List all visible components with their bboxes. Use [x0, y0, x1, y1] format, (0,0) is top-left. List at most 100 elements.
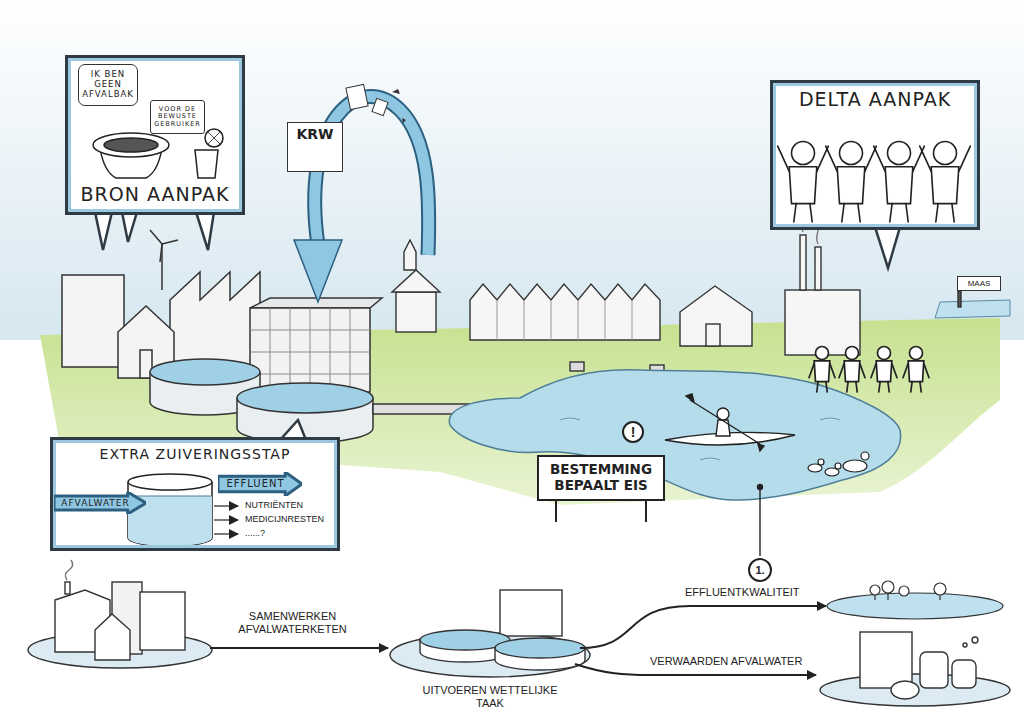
- village: [815, 247, 821, 290]
- delta-people: [874, 142, 925, 223]
- bottom-lake: [887, 593, 888, 600]
- village: [392, 206, 961, 374]
- people-ground: [809, 347, 929, 393]
- extra-tank: [214, 533, 238, 534]
- node-text: KRW: [296, 126, 333, 142]
- sign-board: BESTEMMING BEPAALT EIS: [537, 455, 665, 501]
- krw-arc: [315, 96, 429, 255]
- bottom-plant: [495, 638, 585, 658]
- extra-tank: [128, 496, 212, 497]
- people-ground: [903, 347, 929, 393]
- bottom-city: [95, 614, 130, 660]
- people-ground: [809, 347, 835, 393]
- treatment-plant: [237, 383, 373, 413]
- village: [800, 235, 806, 290]
- city-left: [150, 230, 178, 262]
- bottom-lake: [870, 585, 880, 595]
- extra-tank: [214, 519, 238, 520]
- bottom-lake: [874, 595, 875, 600]
- node-text: MAAS: [968, 279, 991, 288]
- people-ground: [871, 347, 897, 393]
- people-ground: [839, 347, 865, 393]
- node-text: EFFLUENT: [226, 478, 284, 490]
- bottom-factory: [920, 652, 948, 688]
- village: [785, 290, 860, 355]
- toilet: [93, 133, 169, 157]
- annotation-label: NUTRIËNTEN: [245, 500, 303, 511]
- bottom-city: [65, 560, 72, 580]
- node-text: BESTEMMING BEPAALT EIS: [544, 462, 658, 493]
- extra-tank: [214, 505, 238, 506]
- node-text: DELTA AANPAK: [799, 89, 951, 111]
- ducks: [818, 459, 824, 465]
- kayak: [665, 394, 795, 451]
- delta-people: [778, 142, 971, 223]
- village: [396, 292, 436, 332]
- callout-leader: [758, 485, 763, 557]
- village: [470, 284, 660, 340]
- river: [449, 370, 900, 500]
- node-text: EXTRA ZUIVERINGSSTAP: [100, 446, 291, 462]
- village: [404, 240, 416, 270]
- arrow-outline: [54, 492, 146, 514]
- delta-people: [920, 142, 971, 223]
- bottom-factory: [952, 660, 976, 688]
- panel-fills: [770, 80, 980, 230]
- bottom-lake: [899, 586, 909, 596]
- panel-tails: [95, 212, 112, 250]
- annotation-label: VERWAARDEN AFVALWATER: [650, 655, 802, 668]
- flow-arrows: [580, 606, 826, 648]
- node-text: BRON AANPAK: [81, 184, 230, 206]
- bottom-factory: [891, 681, 919, 699]
- city-left: [62, 230, 260, 378]
- cistern-label: VOOR DE BEWUSTE GEBRUIKER: [150, 100, 205, 134]
- speech-panel: DELTA AANPAK: [770, 80, 980, 230]
- krw-arc: [294, 84, 429, 302]
- speech-panel: BRON AANPAK IK BEN GEEN AFVALBAK VOOR DE B…: [65, 55, 245, 215]
- callout-leader: [759, 489, 760, 556]
- panel-fills: [50, 437, 340, 551]
- flow-arrow: EFFLUENT: [218, 472, 302, 496]
- node-text: AFVALWATER: [61, 498, 130, 508]
- kayak: [690, 400, 760, 444]
- panel-fills: [65, 55, 245, 215]
- village: [680, 286, 752, 346]
- panel-tails: [122, 212, 137, 242]
- info-panel: EXTRA ZUIVERINGSSTAP AFVALWATER EFFLUENT: [50, 437, 340, 551]
- toilet: [104, 138, 158, 152]
- extra-tank: [128, 482, 212, 546]
- krw-arc: [346, 84, 368, 109]
- bottom-factory: [820, 632, 1010, 706]
- arrow-outline: [218, 472, 302, 496]
- annotation-label: SAMENWERKEN AFVALWATERKETEN: [205, 610, 380, 636]
- bottom-factory: [860, 632, 912, 688]
- river: [449, 370, 900, 500]
- bottom-lake: [934, 583, 946, 595]
- bottom-city: [65, 582, 70, 594]
- warning-buoy: !: [622, 421, 644, 443]
- node-text: VOOR DE BEWUSTE GEBRUIKER: [152, 106, 203, 128]
- treatment-plant: [150, 359, 260, 385]
- panel-tails: [196, 212, 214, 250]
- bottom-plant: [500, 590, 562, 636]
- node-text: UITVOEREN WETTELIJKE TAAK: [416, 684, 564, 709]
- panel-fills: [50, 55, 980, 551]
- toilet: [195, 150, 218, 178]
- sign-posts: [555, 500, 557, 522]
- callout-number: 1.: [748, 558, 772, 582]
- krw-arc: [315, 96, 429, 255]
- krw-arc: [372, 98, 388, 115]
- node-text: !: [631, 424, 636, 440]
- village: [392, 270, 440, 292]
- annotation-label: ......?: [245, 528, 265, 539]
- bottom-city: [28, 560, 212, 668]
- river: [560, 418, 840, 460]
- toilet: [93, 129, 223, 178]
- sky-ground: [0, 0, 1024, 340]
- node-text: IK BEN GEEN AFVALBAK: [81, 70, 135, 99]
- village: [570, 362, 584, 371]
- treatment-plant: [250, 308, 370, 392]
- ducks: [808, 452, 869, 476]
- kayak: [686, 394, 764, 451]
